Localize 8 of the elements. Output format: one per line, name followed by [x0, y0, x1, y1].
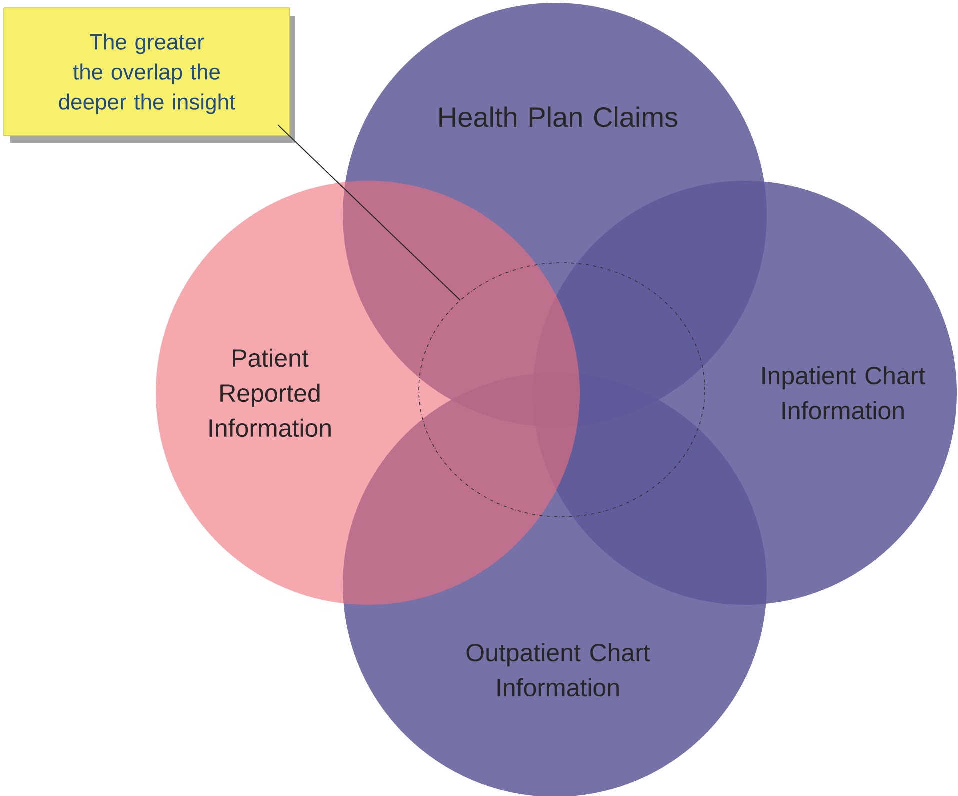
- circle-label: Patient Reported Information: [210, 348, 331, 438]
- dashed-circle: [418, 262, 706, 518]
- venn-circle: [156, 181, 580, 605]
- leader-line: [278, 124, 460, 300]
- circle-label: Health Plan Claims: [440, 106, 678, 128]
- circle-label: Inpatient Chart Information: [762, 366, 926, 420]
- callout-box: The greater the overlap the deeper the insight: [4, 8, 290, 136]
- circle-label: Outpatient Chart Information: [466, 643, 650, 697]
